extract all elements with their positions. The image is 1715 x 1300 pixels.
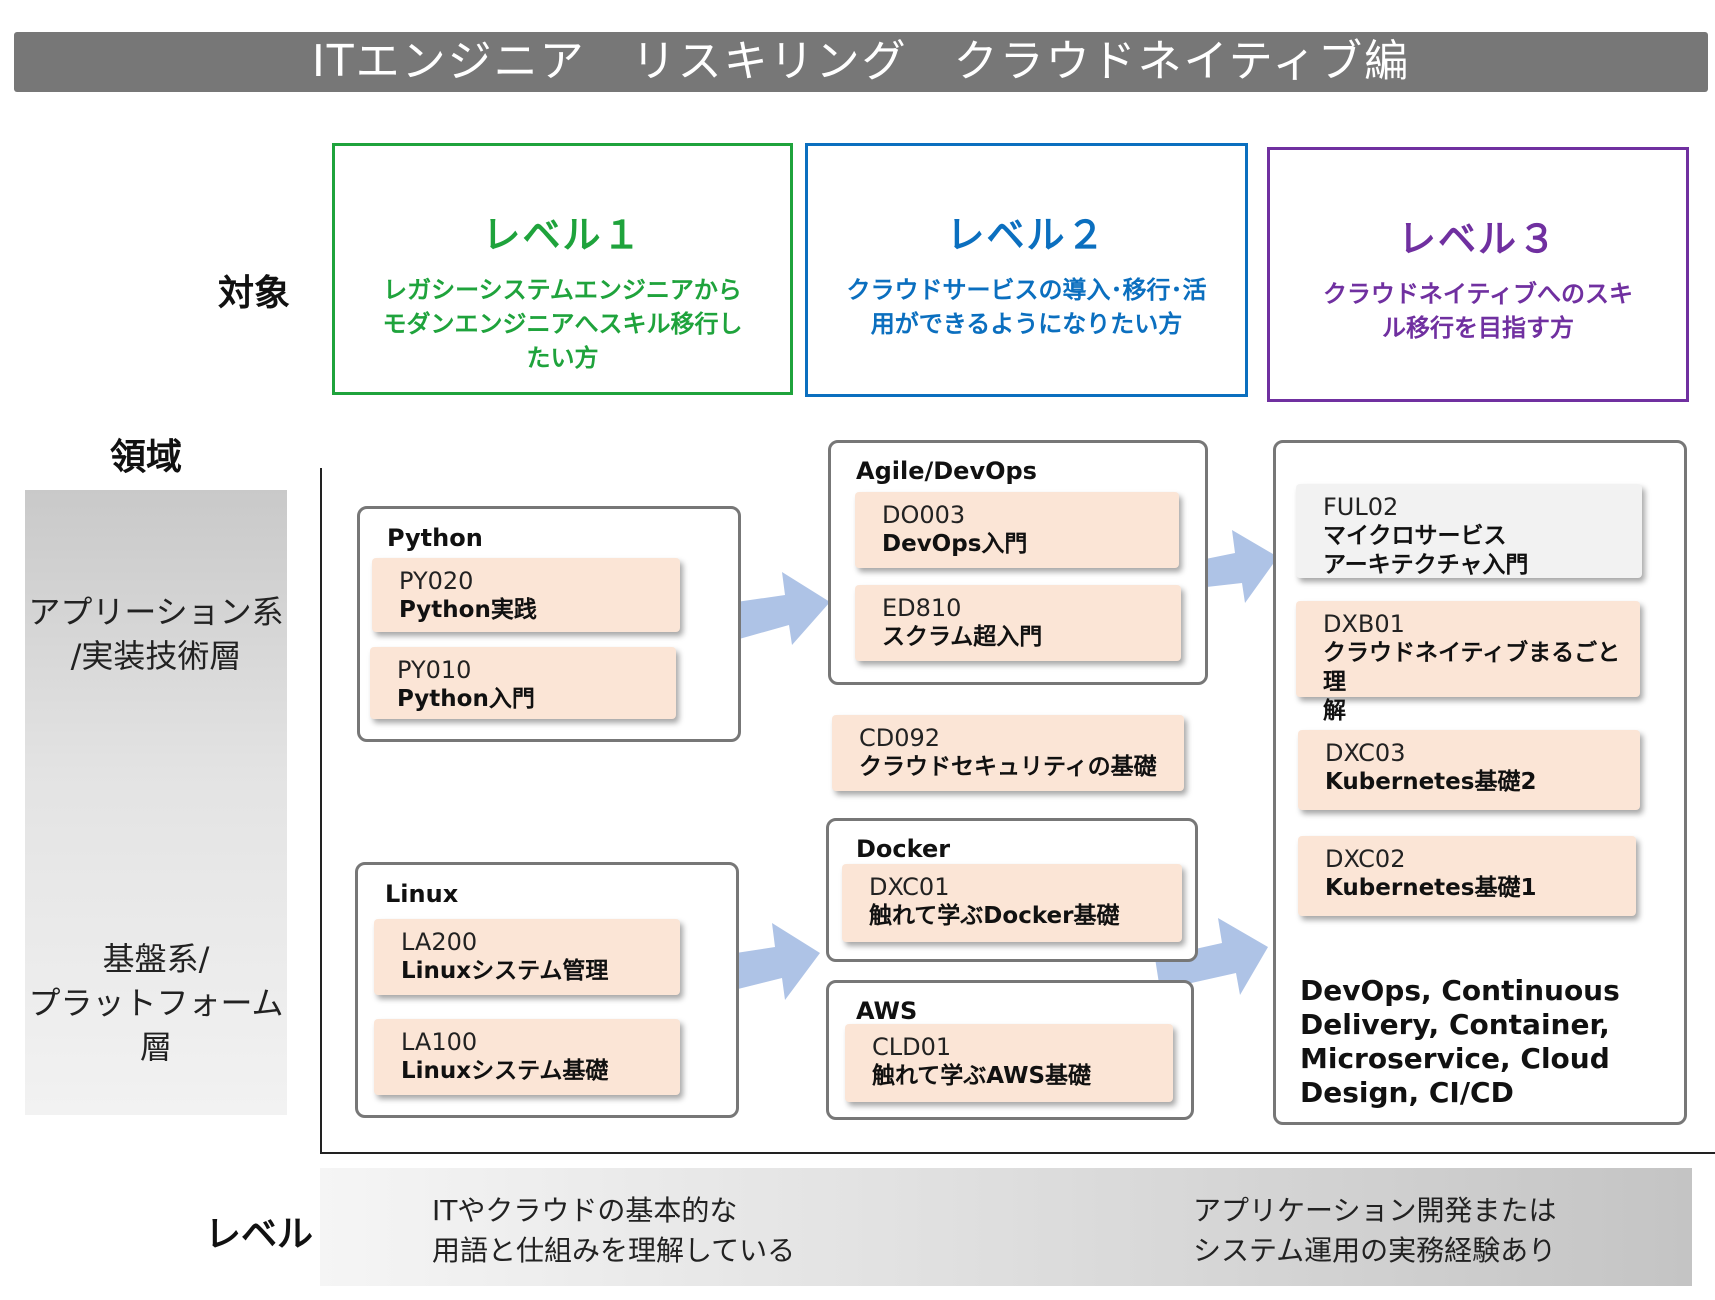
level-label: レベル [205, 1214, 314, 1255]
docker-group-title: Docker [856, 835, 951, 863]
course-card[interactable]: LA100 Linuxシステム基礎 [374, 1019, 680, 1095]
linux-group-title: Linux [385, 880, 459, 908]
prerequisite-experience: アプリケーション開発または システム運用の実務経験あり [1193, 1194, 1557, 1267]
course-name: Kubernetes基礎2 [1325, 769, 1537, 795]
course-code: DXC01 [869, 873, 950, 901]
course-code: FUL02 [1323, 493, 1399, 521]
course-name: Linuxシステム基礎 [401, 1058, 609, 1084]
course-name: Kubernetes基礎1 [1325, 875, 1537, 901]
course-code: LA200 [401, 928, 478, 956]
course-name: 触れて学ぶDocker基礎 [869, 903, 1120, 929]
level-1-desc: レガシーシステムエンジニアからモダンエンジニアへスキル移行したい方 [382, 276, 743, 372]
domain-platform: 基盤系/ プラットフォーム層 [28, 940, 284, 1066]
course-name: スクラム超入門 [882, 624, 1043, 650]
course-code: DXC02 [1325, 845, 1406, 873]
prerequisite-bar [320, 1168, 1692, 1286]
course-code: LA100 [401, 1028, 478, 1056]
course-code: DO003 [882, 501, 966, 529]
vertical-axis [320, 468, 322, 1154]
course-name: Linuxシステム管理 [401, 958, 609, 984]
python-group-title: Python [387, 524, 483, 552]
level-1-box: レベル１ レガシーシステムエンジニアからモダンエンジニアへスキル移行したい方 [332, 143, 793, 395]
course-card[interactable]: PY020 Python実践 [372, 558, 680, 632]
course-name: クラウドセキュリティの基礎 [859, 754, 1157, 780]
course-name: クラウドネイティブまるごと理 解 [1323, 640, 1621, 724]
level-3-name: レベル３ [1397, 217, 1558, 261]
course-code: CD092 [859, 724, 941, 752]
level-1-name: レベル１ [482, 213, 643, 257]
level-3-keywords: DevOps, Continuous Delivery, Container, … [1300, 974, 1620, 1109]
domain-label: 領域 [110, 437, 183, 478]
course-name: 触れて学ぶAWS基礎 [872, 1063, 1092, 1089]
course-code: PY010 [397, 656, 472, 684]
level-2-box: レベル２ クラウドサービスの導入･移行･活用ができるようになりたい方 [805, 143, 1248, 397]
level-3-desc: クラウドネイティブへのスキル移行を目指す方 [1322, 280, 1634, 342]
arrow-docker-to-level3 [1155, 918, 1268, 995]
level-2-name: レベル２ [946, 213, 1107, 257]
course-card[interactable]: CLD01 触れて学ぶAWS基礎 [845, 1024, 1173, 1102]
course-card[interactable]: DXB01 クラウドネイティブまるごと理 解 [1296, 601, 1640, 724]
course-card[interactable]: FUL02 マイクロサービス アーキテクチャ入門 [1296, 484, 1642, 578]
course-card[interactable]: CD092 クラウドセキュリティの基礎 [832, 715, 1184, 791]
course-card[interactable]: PY010 Python入門 [370, 647, 676, 719]
course-code: DXC03 [1325, 739, 1406, 767]
course-code: CLD01 [872, 1033, 952, 1061]
course-card[interactable]: LA200 Linuxシステム管理 [374, 919, 680, 995]
course-code: ED810 [882, 594, 962, 622]
horizontal-axis [320, 1152, 1715, 1154]
course-card[interactable]: DXC01 触れて学ぶDocker基礎 [842, 864, 1182, 942]
course-card[interactable]: DO003 DevOps入門 [855, 492, 1179, 568]
course-card[interactable]: DXC03 Kubernetes基礎2 [1298, 730, 1640, 810]
domain-application: アプリーション系 /実装技術層 [28, 593, 284, 675]
agile-group-title: Agile/DevOps [856, 457, 1037, 485]
course-name: Python実践 [399, 597, 537, 623]
course-card[interactable]: DXC02 Kubernetes基礎1 [1298, 836, 1636, 916]
level-3-box: レベル３ クラウドネイティブへのスキル移行を目指す方 [1267, 147, 1689, 402]
course-code: DXB01 [1323, 610, 1405, 638]
course-name: Python入門 [397, 686, 535, 712]
prerequisite-basic: ITやクラウドの基本的な 用語と仕組みを理解している [432, 1194, 796, 1267]
course-name: DevOps入門 [882, 531, 1028, 557]
page-title: ITエンジニア リスキリング クラウドネイティブ編 [14, 32, 1708, 92]
course-card[interactable]: ED810 スクラム超入門 [855, 585, 1181, 661]
target-label: 対象 [218, 273, 291, 314]
level-2-desc: クラウドサービスの導入･移行･活用ができるようになりたい方 [846, 276, 1207, 338]
course-code: PY020 [399, 567, 474, 595]
domain-sidebar [25, 490, 287, 1115]
course-name: マイクロサービス アーキテクチャ入門 [1323, 523, 1529, 578]
aws-group-title: AWS [856, 997, 918, 1025]
